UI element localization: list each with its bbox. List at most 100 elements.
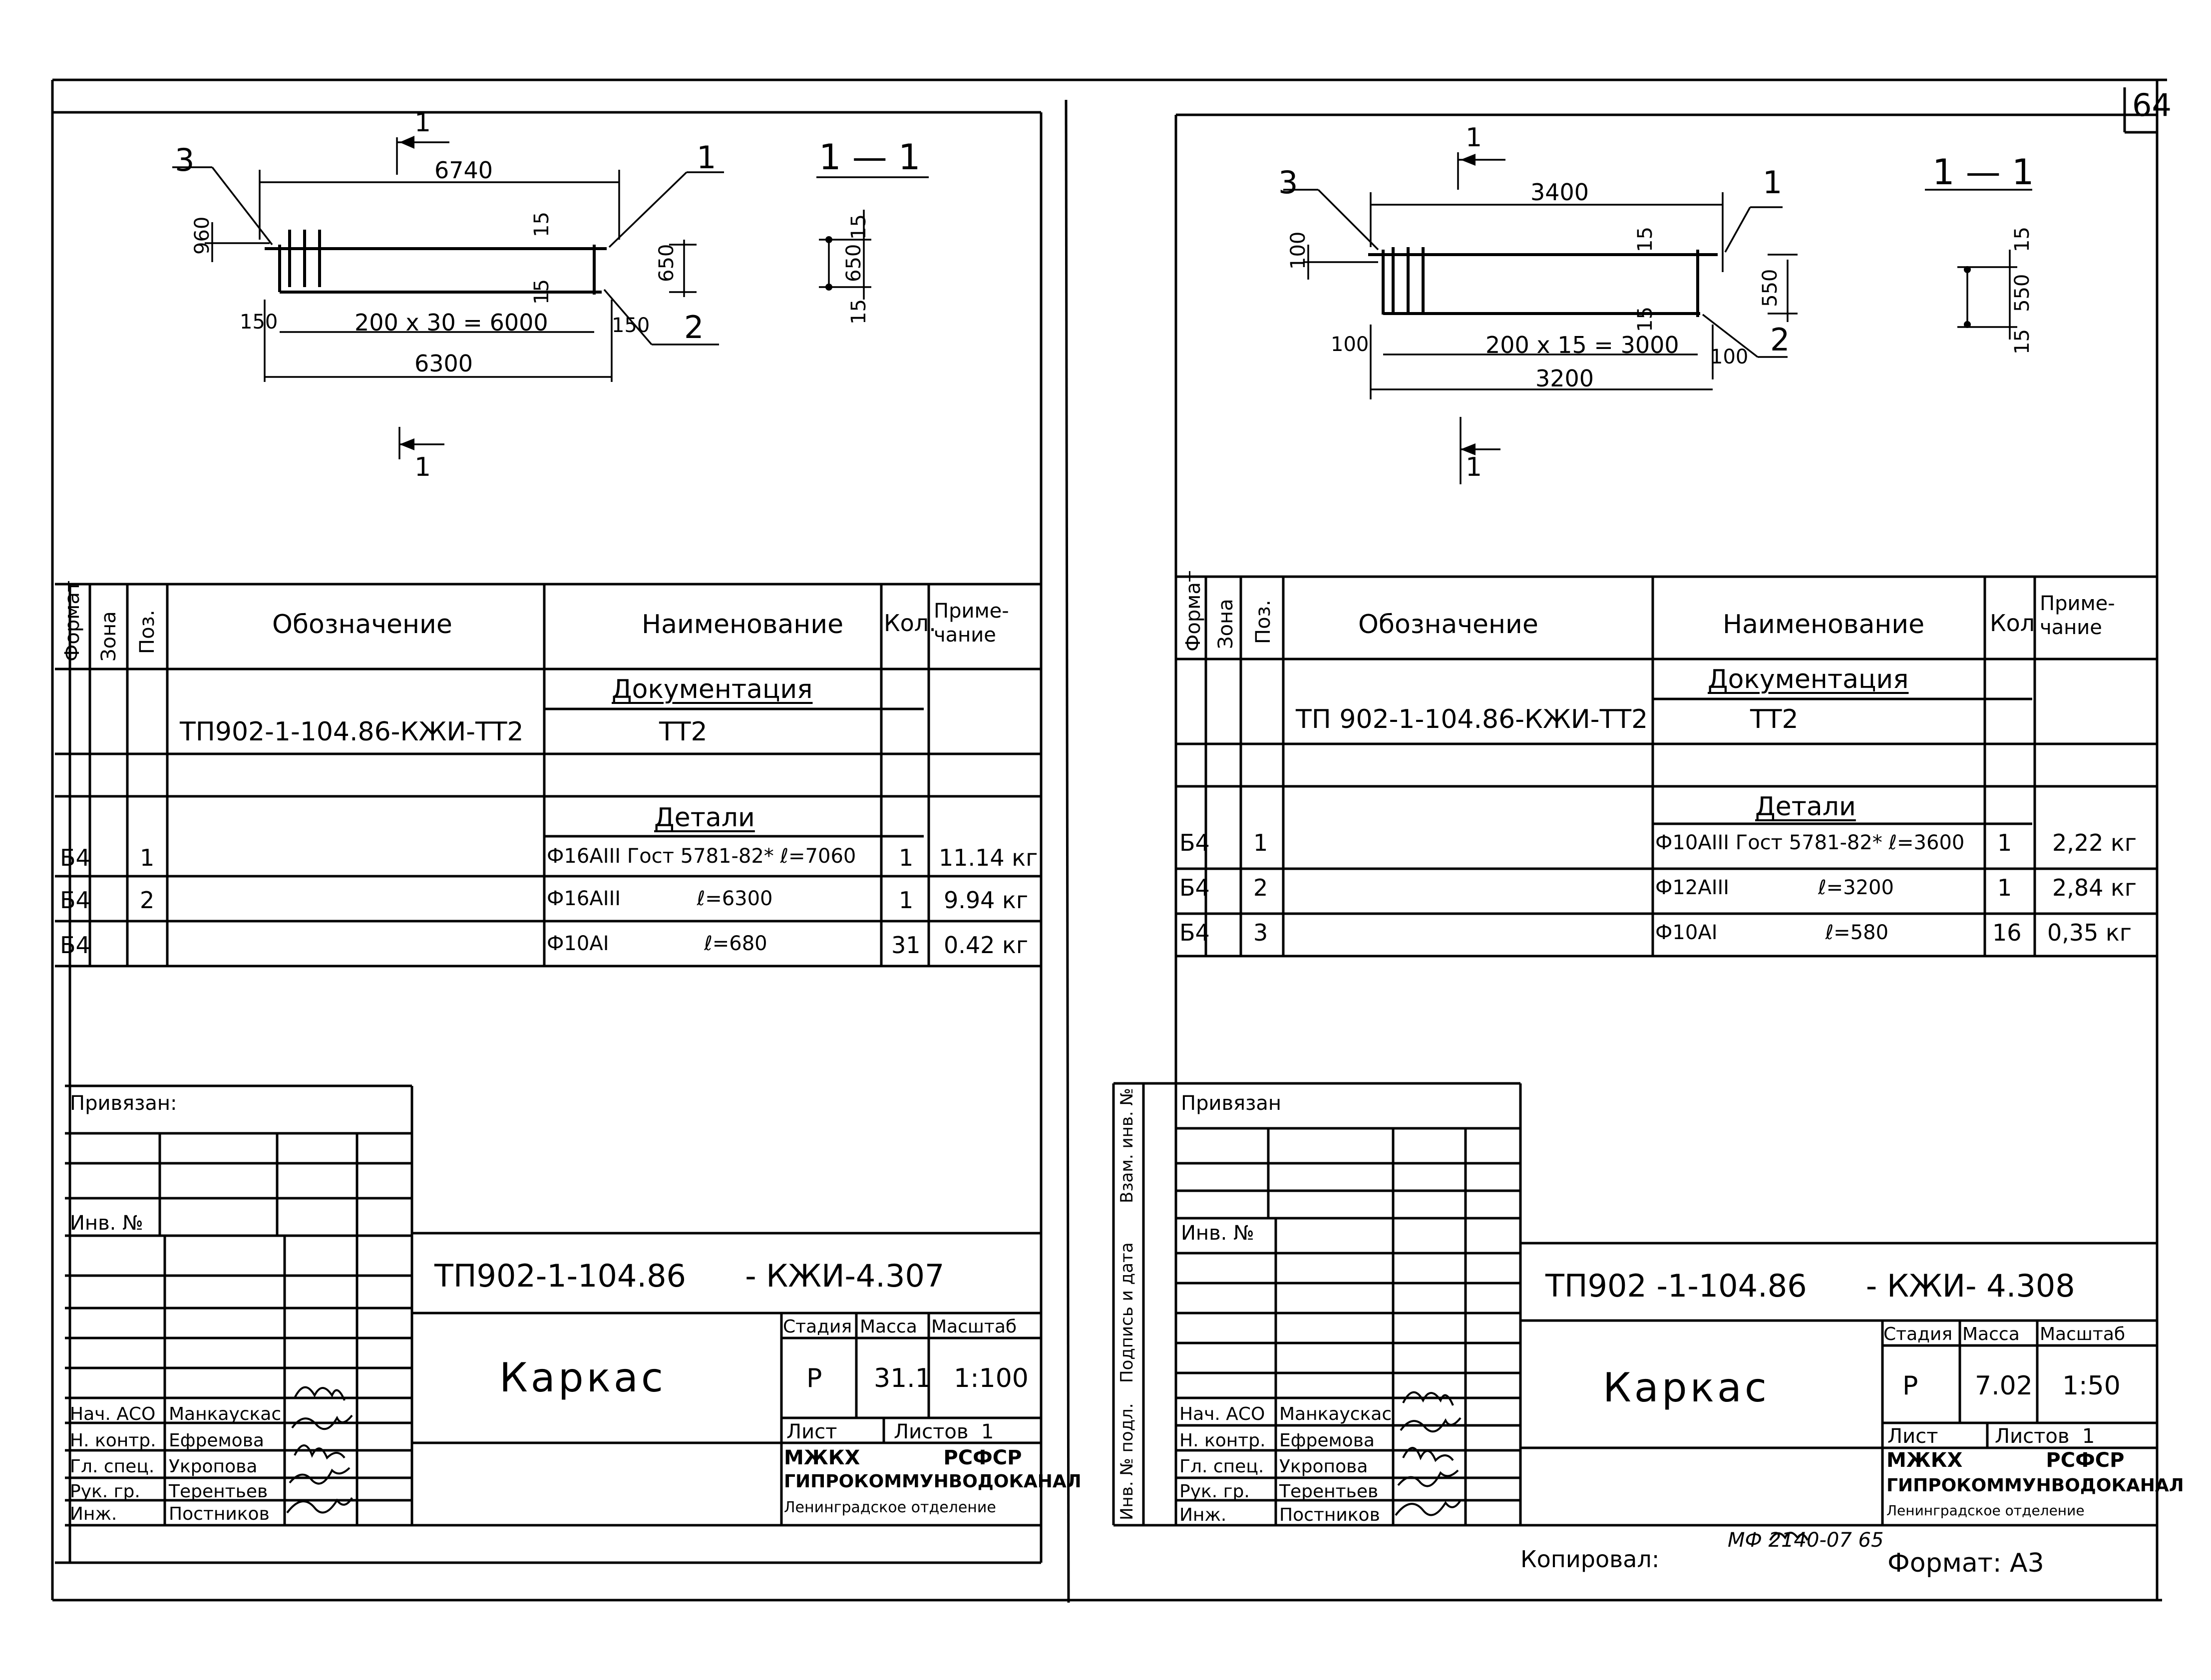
privyazan-label: Привязан:: [70, 1092, 177, 1115]
doc-name: ТТ2: [1750, 704, 1799, 734]
section-documentation: Документация: [1708, 665, 1909, 694]
mass-label: Масса: [860, 1317, 917, 1337]
role-3: Гл. спец.: [70, 1456, 155, 1477]
section-mark-top: 1: [414, 108, 431, 138]
mf-number: МФ 2140-07 65: [1728, 1529, 1884, 1552]
scale-label: Масштаб: [2040, 1324, 2126, 1344]
dim-top-cover: 15: [1634, 227, 1657, 252]
drawing-code: ТП902-1-104.86 - КЖИ-4.307: [434, 1258, 945, 1294]
section-mark-bottom: 1: [414, 452, 431, 482]
scale-label: Масштаб: [931, 1317, 1017, 1337]
header-designation: Обозначение: [272, 610, 452, 640]
header-qty: Кол: [1990, 610, 2035, 637]
drawing-title: Каркас: [499, 1354, 666, 1401]
org-line-2: ГИПРОКОММУНВОДОКАНАЛ: [784, 1471, 1082, 1492]
name-3: Укропова: [1279, 1456, 1368, 1477]
row3-format: Б4: [1179, 919, 1210, 946]
header-qty: Кол.: [884, 610, 936, 637]
stage-label: Стадия: [1883, 1324, 1953, 1344]
section-parts: Детали: [1755, 792, 1856, 822]
header-format: Формат: [1182, 570, 1205, 652]
dim-height: 550: [1759, 269, 1782, 307]
header-note: Приме- чание: [2040, 592, 2115, 639]
row3-format: Б4: [60, 932, 90, 959]
row1-pos: 1: [140, 844, 155, 871]
dim-pitch: 200 x 30 = 6000: [355, 309, 548, 336]
section-title: 1 — 1: [819, 137, 921, 178]
org-line-3: Ленинградское отделение: [784, 1499, 996, 1516]
sheet-label: Лист: [1887, 1425, 1938, 1448]
dim-left-pitch: 100: [1287, 231, 1310, 270]
row1-pos: 1: [1253, 829, 1268, 856]
sheet-label: Лист: [786, 1420, 837, 1443]
page-number: 64: [2132, 87, 2172, 123]
section-documentation: Документация: [612, 674, 813, 704]
dim-length: 3200: [1535, 365, 1594, 392]
side-label-vzam: Взам. инв. №: [1117, 1088, 1137, 1203]
header-name: Наименование: [1723, 610, 1925, 640]
callout-2: 2: [684, 309, 704, 345]
row3-name: Ф10АI ℓ=580: [1655, 921, 1889, 944]
row2-name: Ф12АIII ℓ=3200: [1655, 876, 1894, 899]
callout-3: 3: [175, 142, 195, 178]
row2-qty: 1: [1997, 874, 2012, 901]
doc-name: ТТ2: [659, 717, 708, 747]
right-elevation: [1368, 247, 1718, 317]
row1-name: Ф10АIII Гост 5781-82* ℓ=3600: [1655, 831, 1965, 854]
dim-end-left: 150: [240, 311, 278, 334]
dim-overall: 3400: [1530, 179, 1589, 206]
row2-note: 2,84 кг: [2052, 874, 2137, 901]
header-zone: Зона: [1214, 599, 1237, 649]
row2-qty: 1: [899, 887, 914, 914]
stage-value: Р: [1902, 1371, 1918, 1401]
dim-left-pitch: 960: [191, 216, 214, 255]
row2-name: Ф16АIII ℓ=6300: [547, 887, 773, 910]
header-name: Наименование: [642, 610, 844, 640]
section-mark-bottom: 1: [1466, 452, 1482, 482]
doc-designation: ТП902-1-104.86-КЖИ-ТТ2: [180, 717, 524, 747]
row1-qty: 1: [1997, 829, 2012, 856]
row1-note: 2,22 кг: [2052, 829, 2137, 856]
role-1: Нач. АСО: [1179, 1404, 1265, 1424]
mass-value: 31.1: [874, 1363, 932, 1393]
doc-designation: ТП 902-1-104.86-КЖИ-ТТ2: [1296, 704, 1648, 734]
org-line-1: МЖКХ РСФСР: [784, 1446, 1022, 1469]
name-2: Ефремова: [1279, 1430, 1375, 1451]
header-pos: Поз.: [136, 610, 159, 654]
callout-1: 1: [697, 139, 717, 176]
mass-value: 7.02: [1975, 1371, 2033, 1401]
row2-pos: 2: [140, 887, 155, 914]
sec-bottom: 15: [2011, 329, 2034, 354]
scale-value: 1:50: [2062, 1371, 2121, 1401]
org-line-2: ГИПРОКОММУНВОДОКАНАЛ: [1886, 1475, 2184, 1496]
row1-qty: 1: [899, 844, 914, 871]
sheet-format: Формат: А3: [1887, 1548, 2044, 1578]
dim-end-left: 100: [1331, 333, 1369, 356]
name-3: Укропова: [169, 1456, 258, 1477]
dim-pitch: 200 x 15 = 3000: [1485, 332, 1679, 358]
role-5: Инж.: [1179, 1505, 1227, 1525]
name-4: Терентьев: [169, 1481, 268, 1502]
stage-label: Стадия: [783, 1317, 852, 1337]
left-elevation: [265, 230, 607, 295]
dim-top-cover: 15: [530, 212, 553, 237]
role-1: Нач. АСО: [70, 1404, 156, 1424]
row3-name: Ф10АI ℓ=680: [547, 932, 767, 955]
row3-pos: 3: [1253, 919, 1268, 946]
role-3: Гл. спец.: [1179, 1456, 1264, 1477]
drawing-code: ТП902 -1-104.86 - КЖИ- 4.308: [1545, 1268, 2075, 1304]
role-4: Рук. гр.: [70, 1481, 140, 1502]
row2-note: 9.94 кг: [944, 887, 1028, 914]
sec-bottom: 15: [847, 299, 870, 325]
header-format: Формат: [61, 580, 84, 662]
section-mark-top: 1: [1466, 123, 1482, 153]
name-5: Постников: [1279, 1505, 1380, 1525]
dim-end-right: 100: [1710, 345, 1749, 368]
sheets-label: Листов 1: [1995, 1425, 2095, 1448]
privyazan-label: Привязан: [1181, 1092, 1282, 1115]
scale-value: 1:100: [954, 1363, 1029, 1393]
name-1: Манкаускас: [169, 1404, 282, 1424]
side-label-inv-podl: Инв. № подл.: [1117, 1403, 1137, 1520]
role-2: Н. контр.: [1179, 1430, 1266, 1451]
